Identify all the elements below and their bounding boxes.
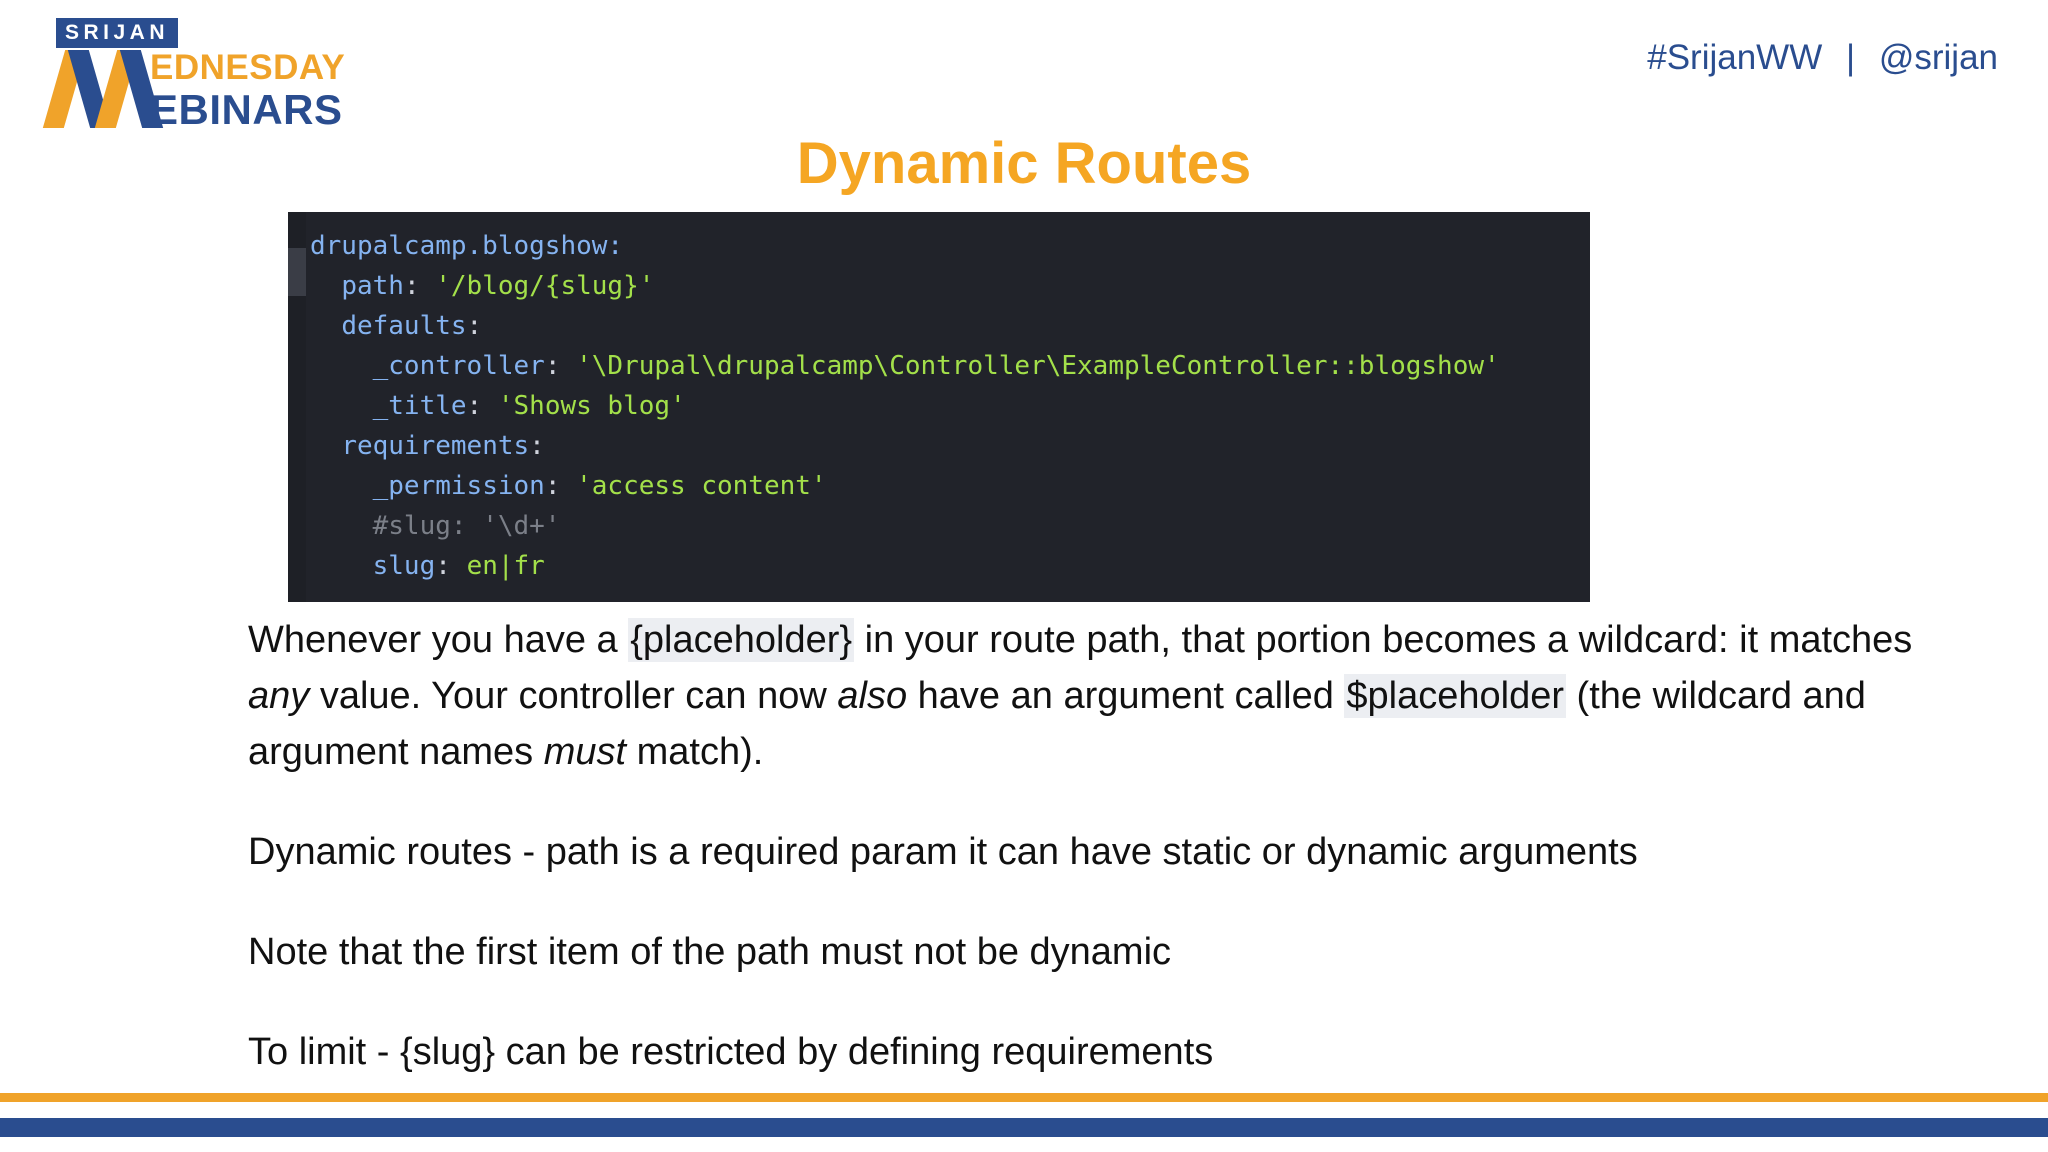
code-indent [310,551,373,581]
social-handles: #SrijanWW | @srijan [1647,38,1998,78]
slide-header: SRIJAN EDNESDAY EBINARS #SrijanWW | @sri… [0,0,2048,150]
inline-code-highlight: $placeholder [1344,674,1566,718]
footer-accent-bar-blue [0,1118,2048,1137]
stylized-w-icon [42,50,164,128]
code-token-plain: : [435,551,467,581]
code-line: _permission: 'access content' [310,466,1590,506]
code-indent [310,311,341,341]
code-line: _controller: '\Drupal\drupalcamp\Control… [310,346,1590,386]
page-title: Dynamic Routes [796,130,1252,196]
code-indent [310,271,341,301]
text-run: (the wildcard and argument names [248,675,1866,773]
code-token-plain: : [544,471,577,501]
text-run: match). [626,731,764,773]
paragraph-placeholder-explanation: Whenever you have a {placeholder} in you… [248,612,1928,780]
text-run: Note that the first item of the path mus… [248,931,1172,973]
paragraph-first-item-note: Note that the first item of the path mus… [248,924,1928,980]
code-line: path: '/blog/{slug}' [310,266,1590,306]
code-line: slug: en|fr [310,546,1590,586]
text-run: Dynamic routes - path is a required para… [248,831,1638,873]
logo-webinars-text: EBINARS [150,86,343,133]
code-line: drupalcamp.blogshow: [310,226,1590,266]
code-token-str: 'Shows blog' [497,391,686,421]
code-token-plain: : [544,351,577,381]
code-token-key: drupalcamp.blogshow: [310,231,624,261]
code-token-plain: : [466,391,498,421]
code-line: requirements: [310,426,1590,466]
code-token-str: en|fr [466,551,545,581]
text-run: in your route path, that portion becomes… [854,619,1913,661]
code-indent [310,431,341,461]
code-line: _title: 'Shows blog' [310,386,1590,426]
text-run: value. Your controller can now [309,675,838,717]
code-token-plain: : [529,431,545,461]
inline-code-highlight: {placeholder} [628,618,855,662]
code-token-key: defaults [341,311,467,341]
code-indent [310,471,373,501]
paragraph-dynamic-routes-note: Dynamic routes - path is a required para… [248,824,1928,880]
code-token-key: path [341,271,404,301]
footer-accent-bar-orange [0,1093,2048,1102]
code-indent [310,351,373,381]
code-block: drupalcamp.blogshow: path: '/blog/{slug}… [288,212,1590,602]
code-token-key: _title [372,391,467,421]
code-line: defaults: [310,306,1590,346]
code-indent [310,511,373,541]
code-content: drupalcamp.blogshow: path: '/blog/{slug}… [288,226,1590,586]
emphasis-text: also [837,675,908,717]
text-run: Whenever you have a [248,619,629,661]
code-token-str: '/blog/{slug}' [435,271,655,301]
code-line: #slug: '\d+' [310,506,1590,546]
text-run: have an argument called [907,675,1345,717]
twitter-handle: @srijan [1878,38,1998,77]
emphasis-text: must [543,731,627,773]
emphasis-text: any [248,675,310,717]
code-token-str: '\Drupal\drupalcamp\Controller\ExampleCo… [576,351,1500,381]
logo-wednesday-text: EDNESDAY [150,48,346,87]
logo-brand-badge: SRIJAN [56,18,179,48]
code-token-com: #slug: '\d+' [372,511,561,541]
code-token-key: _permission [372,471,545,501]
code-token-plain: : [403,271,436,301]
body-copy: Whenever you have a {placeholder} in you… [248,612,1928,1124]
paragraph-limit-note: To limit - {slug} can be restricted by d… [248,1024,1928,1080]
code-token-str: 'access content' [576,471,827,501]
event-hashtag: #SrijanWW [1647,38,1823,77]
handle-separator: | [1846,38,1856,77]
code-scrollbar-thumb[interactable] [288,248,306,296]
code-token-key: requirements [341,431,530,461]
text-run: To limit - {slug} can be restricted by d… [248,1031,1214,1073]
code-token-plain: : [466,311,483,341]
code-token-key: _controller [372,351,545,381]
code-indent [310,391,373,421]
srijan-wednesday-webinars-logo: SRIJAN EDNESDAY EBINARS [28,18,345,131]
code-token-key: slug [372,551,436,581]
code-gutter [288,212,306,602]
